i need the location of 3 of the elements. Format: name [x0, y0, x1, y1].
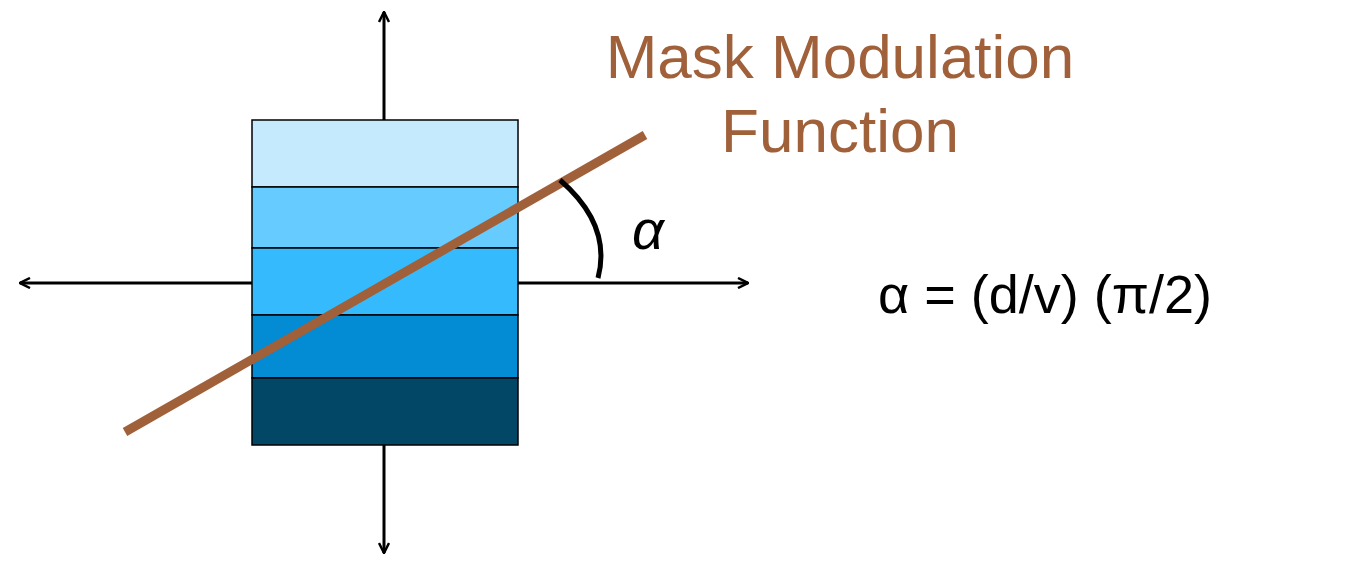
line-label: Mask Modulation Function	[604, 21, 1076, 168]
angle-symbol: α	[632, 197, 664, 263]
equation: α = (d/v) (π/2)	[878, 263, 1213, 326]
